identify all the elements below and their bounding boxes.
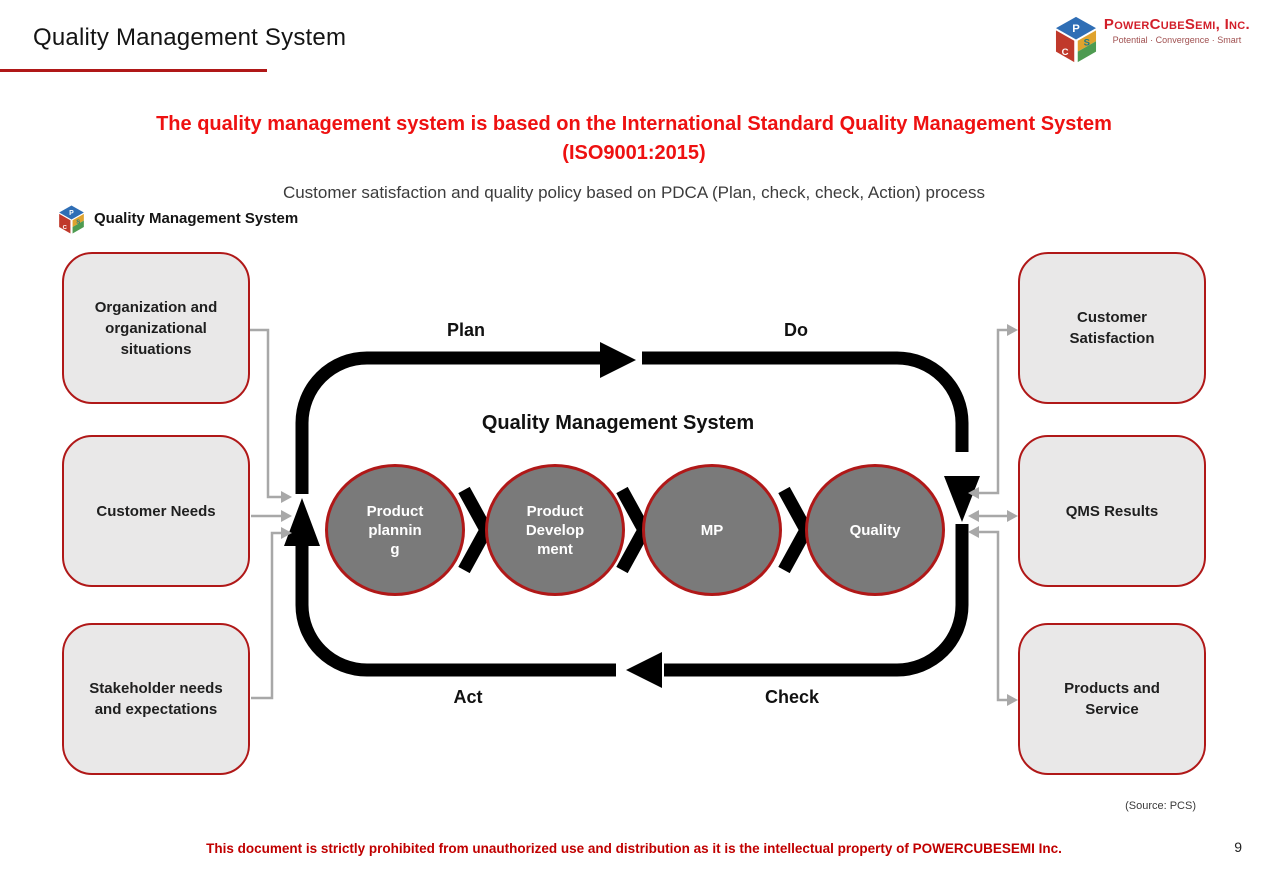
subtitle: Customer satisfaction and quality policy… xyxy=(282,183,986,202)
connector-arrow-icon xyxy=(1007,324,1018,336)
pdca-label-check: Check xyxy=(764,687,820,707)
process-step-product-development: Product Develop ment xyxy=(485,464,625,596)
svg-text:S: S xyxy=(76,219,80,225)
title-underline xyxy=(0,69,267,72)
svg-text:C: C xyxy=(63,225,68,231)
step-line: Product xyxy=(526,502,584,520)
plan-to-do-arrow-icon xyxy=(600,342,636,378)
connector-arrow-icon xyxy=(281,510,292,522)
svg-text:C: C xyxy=(1062,47,1069,58)
page-number: 9 xyxy=(1234,839,1242,855)
step-chevron-icon xyxy=(778,486,814,574)
step-chevron-icon xyxy=(616,486,652,574)
svg-text:P: P xyxy=(69,210,74,217)
company-name: PowerCubeSemi, Inc. xyxy=(1103,16,1250,33)
process-step-quality: Quality xyxy=(805,464,945,596)
loop-gap-bottom xyxy=(616,658,664,682)
svg-text:S: S xyxy=(1084,38,1090,49)
company-text-block: PowerCubeSemi, Inc. Potential · Converge… xyxy=(1104,16,1250,45)
box-label: Organization and organizational situatio… xyxy=(94,298,218,358)
output-box-products-service: Products and Service xyxy=(1018,623,1206,775)
connector-arrow-icon xyxy=(968,487,979,499)
connector-products-service xyxy=(978,530,1007,702)
check-to-act-arrow-icon xyxy=(626,652,662,688)
box-label: Customer Satisfaction xyxy=(1069,309,1155,347)
step-line: plannin xyxy=(368,521,422,539)
company-tagline: Potential · Convergence · Smart xyxy=(1112,35,1242,45)
loop-gap-right xyxy=(951,452,973,524)
act-to-plan-arrow-icon xyxy=(284,498,320,546)
step-line: Develop xyxy=(525,521,585,539)
box-label: Products and Service xyxy=(1064,680,1160,718)
output-box-customer-satisfaction: Customer Satisfaction xyxy=(1018,252,1206,404)
box-label: Stakeholder needs and expectations xyxy=(89,680,223,718)
headline: The quality management system is based o… xyxy=(0,110,1268,168)
connector-arrow-icon xyxy=(281,527,292,539)
process-step-mp: MP xyxy=(642,464,782,596)
box-label: QMS Results xyxy=(1065,502,1159,520)
pdca-label-do: Do xyxy=(784,320,808,340)
connector-arrow-icon xyxy=(968,526,979,538)
connector-arrow-icon xyxy=(968,510,979,522)
svg-text:P: P xyxy=(1072,23,1080,35)
loop-gap-left xyxy=(291,494,313,546)
company-logo: P C S PowerCubeSemi, Inc. Potential · Co… xyxy=(1054,16,1250,63)
cycle-title: Quality Management System xyxy=(481,412,755,434)
pcs-cube-icon: P C S xyxy=(1055,16,1096,63)
pcs-cube-icon-small: P C S xyxy=(59,205,84,234)
step-chevron-icon xyxy=(458,486,494,574)
do-to-check-arrow-icon xyxy=(944,476,980,522)
step-line: ment xyxy=(537,540,573,558)
headline-line2: (ISO9001:2015) xyxy=(562,142,706,164)
output-connectors xyxy=(978,328,1007,702)
diagram-label: Quality Management System xyxy=(94,210,299,227)
connector-arrow-icon xyxy=(1007,510,1018,522)
input-box-organization: Organization and organizational situatio… xyxy=(62,252,250,404)
connector-organization xyxy=(250,328,281,499)
step-line: g xyxy=(390,540,400,558)
step-line: Product xyxy=(366,502,424,520)
output-box-qms-results: QMS Results xyxy=(1018,435,1206,587)
source-note: (Source: PCS) xyxy=(1125,800,1196,812)
footer-notice: This document is strictly prohibited fro… xyxy=(206,841,1062,856)
box-label: Customer Needs xyxy=(96,502,216,520)
headline-line1: The quality management system is based o… xyxy=(156,113,1112,135)
connector-customer-satisfaction xyxy=(978,328,1007,495)
step-line: MP xyxy=(700,521,724,539)
pdca-label-plan: Plan xyxy=(446,320,486,340)
input-connectors xyxy=(250,328,281,700)
connector-stakeholder xyxy=(251,531,281,700)
page-title: Quality Management System xyxy=(33,24,347,51)
connector-arrow-icon xyxy=(281,491,292,503)
input-box-customer-needs: Customer Needs xyxy=(62,435,250,587)
input-box-stakeholder: Stakeholder needs and expectations xyxy=(62,623,250,775)
loop-gap-top xyxy=(600,347,642,370)
pdca-label-act: Act xyxy=(453,687,483,707)
process-step-product-planning: Product plannin g xyxy=(325,464,465,596)
step-line: Quality xyxy=(849,521,901,539)
connector-arrow-icon xyxy=(1007,694,1018,706)
